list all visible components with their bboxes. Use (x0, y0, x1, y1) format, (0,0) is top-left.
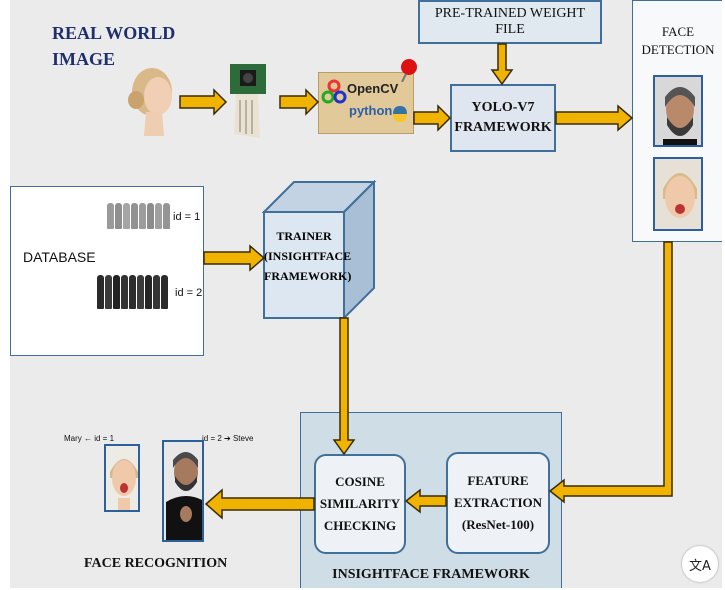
arrow-database-to-trainer (203, 244, 266, 272)
translate-icon-glyph: 文A (689, 558, 711, 574)
arrow-trainer-to-cosine (332, 317, 356, 456)
database-id2-label: id = 2 (175, 287, 203, 299)
arrow-opencv-to-yolo (413, 104, 452, 132)
yolo-line1: YOLO-V7 (471, 100, 535, 115)
recognition-caption-right: id = 2 ➔ Steve (202, 434, 254, 443)
woman-profile-photo (128, 68, 172, 136)
feature-line3: (ResNet-100) (461, 517, 535, 532)
pretrained-weight-box: PRE-TRAINED WEIGHT FILE (418, 0, 602, 44)
database-faces-id1 (107, 203, 170, 229)
pretrained-weight-label: PRE-TRAINED WEIGHT FILE (434, 6, 586, 37)
database-id1-label: id = 1 (173, 211, 201, 223)
face-detection-line2: DETECTION (641, 42, 715, 57)
feature-extraction-box: FEATURE EXTRACTION (ResNet-100) (446, 452, 550, 554)
feature-line2: EXTRACTION (453, 495, 543, 510)
database-label: DATABASE (23, 249, 96, 265)
arrow-feature-to-cosine (404, 488, 447, 514)
cosine-line1: COSINE (335, 474, 385, 489)
face-detection-title: FACE DETECTION (633, 23, 722, 59)
opencv-python-logo: OpenCV python (318, 72, 414, 134)
face-detection-panel: FACE DETECTION (632, 0, 722, 242)
python-snake-icon (393, 106, 407, 122)
trainer-line1: TRAINER (276, 229, 332, 243)
trainer-line3: FRAMEWORK) (264, 269, 352, 283)
detected-face-steve (653, 75, 703, 147)
diagram-canvas: REAL WORLD IMAGE OpenCV python (10, 0, 722, 588)
flow-arrows (179, 43, 673, 520)
real-world-title-line2: IMAGE (52, 49, 115, 69)
face-recognition-title: FACE RECOGNITION (84, 556, 228, 571)
opencv-word: OpenCV (347, 81, 399, 96)
python-word: python (349, 103, 393, 118)
arrow-yolo-to-detection (555, 104, 634, 132)
recognized-face-mary (104, 444, 140, 512)
detected-face-mary (653, 157, 703, 231)
arrow-camera-to-opencv (279, 88, 320, 116)
recognized-face-steve (162, 440, 204, 542)
feature-line1: FEATURE (467, 473, 529, 488)
arrow-weights-to-yolo (490, 43, 514, 86)
recognition-caption-left: Mary ← id = 1 (64, 434, 115, 443)
arrow-detection-to-feature (548, 241, 673, 504)
translate-icon[interactable]: 文A (682, 546, 718, 582)
trainer-line2: (INSIGHTFACE (264, 249, 352, 263)
red-pushpin-icon (401, 59, 417, 82)
insightface-panel-title: INSIGHTFACE FRAMEWORK (332, 567, 530, 582)
arrow-photo-to-camera (179, 88, 228, 116)
face-detection-line1: FACE (661, 24, 695, 39)
database-faces-id2 (97, 275, 168, 309)
camera-module-icon (230, 64, 266, 138)
trainer-label: TRAINER (INSIGHTFACE FRAMEWORK) (264, 226, 352, 286)
cosine-similarity-box: COSINE SIMILARITY CHECKING (314, 454, 406, 554)
yolo-line2: FRAMEWORK (454, 120, 552, 135)
cosine-line3: CHECKING (323, 518, 397, 533)
arrow-cosine-to-recognition (204, 488, 315, 520)
real-world-title-line1: REAL WORLD (52, 23, 176, 43)
trainer-cube (262, 180, 377, 321)
cosine-line2: SIMILARITY (319, 496, 401, 511)
opencv-rings-icon (321, 79, 347, 104)
real-world-image-title: REAL WORLD IMAGE (52, 20, 175, 72)
database-panel: DATABASE id = 1 id = 2 (10, 186, 204, 356)
